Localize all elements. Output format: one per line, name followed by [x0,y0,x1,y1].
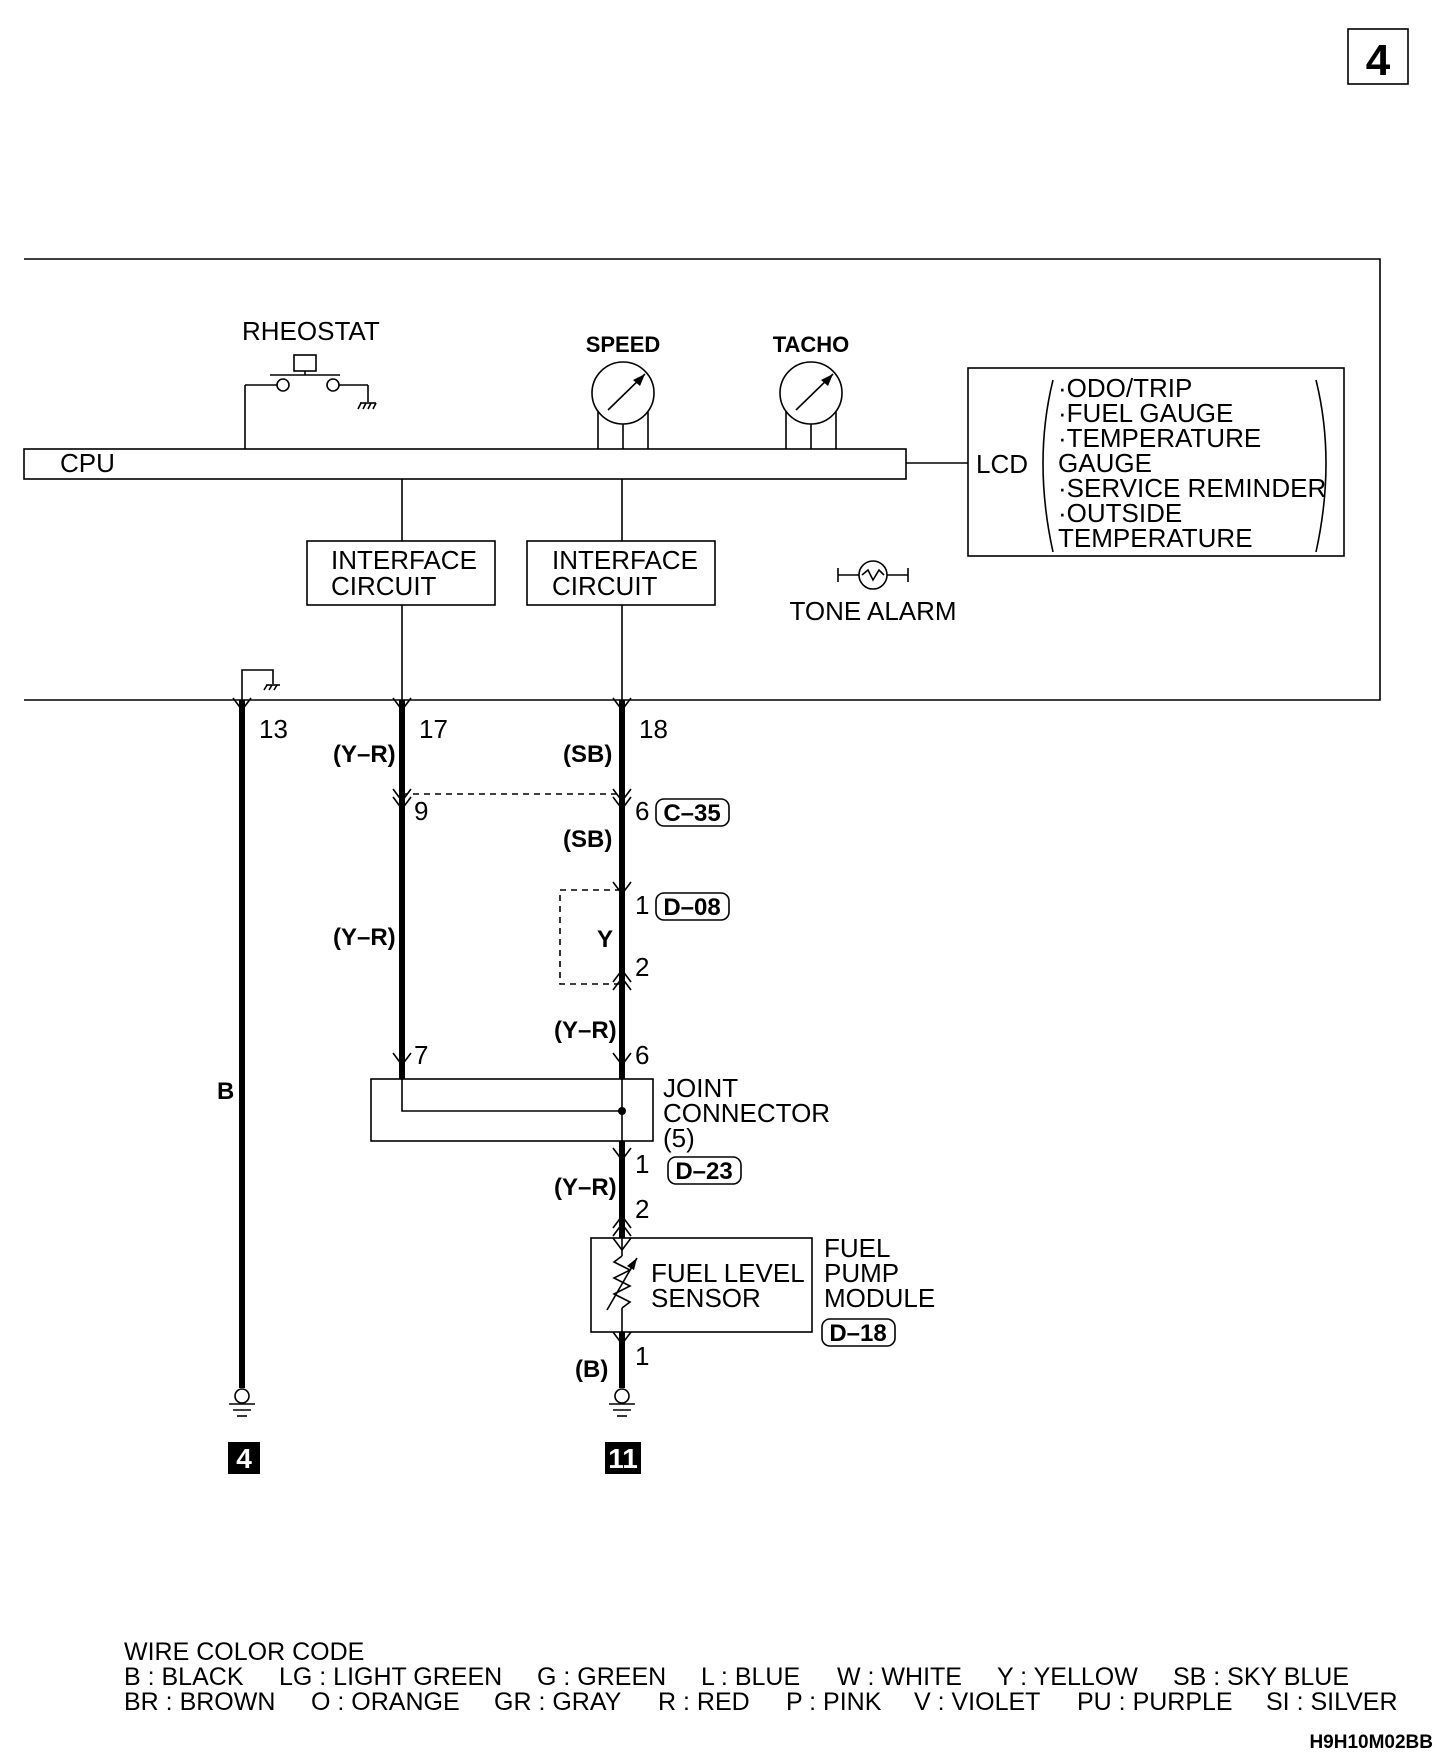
ground-icon-right [609,1388,635,1417]
connector-c35-tag: C–35 [655,798,730,827]
connector-c35: C–35 [663,800,720,827]
wire-color-b: (B) [575,1356,608,1383]
fuel-pump-module-label: FUEL [824,1233,890,1263]
lcd-item: ·SERVICE REMINDER [1058,473,1326,503]
pin-18: 18 [639,714,668,744]
pin-13: 13 [259,714,288,744]
fuel-level-sensor: FUEL LEVEL SENSOR [590,1237,813,1333]
pin-d08-1: 1 [635,890,649,920]
connector-d23: D–23 [675,1158,732,1185]
ground-ref-4: 4 [236,1443,252,1474]
joint-connector-number: (5) [663,1123,695,1153]
speed-label: SPEED [586,332,661,357]
wire-color-y: Y [597,926,613,953]
pin-d08-2: 2 [635,952,649,982]
cpu-bar [23,448,907,480]
ground-ref-left: 4 [228,1442,260,1474]
pin-d23-1: 1 [635,1149,649,1179]
pin-jc-7: 7 [414,1040,428,1070]
legend-item: L : BLUE [701,1663,800,1691]
legend-item: LG : LIGHT GREEN [279,1663,502,1691]
tacho-gauge-icon [779,361,843,425]
figure-code: H9H10M02BB [1309,1732,1433,1753]
legend-item: G : GREEN [537,1663,666,1691]
circuit-label: CIRCUIT [331,571,437,601]
fuel-pump-module-label: PUMP [824,1258,899,1288]
pin-d23-2: 2 [635,1194,649,1224]
cpu-label: CPU [60,448,115,478]
interface-label: INTERFACE [552,545,698,575]
interface-label: INTERFACE [331,545,477,575]
internal-ground-icon [241,669,280,700]
connector-d08-tag: D–08 [655,892,730,921]
connector-d23-tag: D–23 [667,1156,742,1185]
rheostat-ground-icon [357,402,377,410]
legend-item: O : ORANGE [311,1688,460,1716]
interface-circuit-left: INTERFACE CIRCUIT [306,540,496,606]
circuit-label: CIRCUIT [552,571,658,601]
rheostat-switch: RHEOSTAT [242,316,380,449]
legend-item: GR : GRAY [494,1688,622,1716]
tacho-gauge: TACHO [773,332,850,449]
legend-item: BR : BROWN [124,1688,275,1716]
page-number-box: 4 [1347,28,1409,85]
lcd-box: LCD ·ODO/TRIP ·FUEL GAUGE ·TEMPERATURE G… [967,367,1345,557]
connector-d08: D–08 [663,894,720,921]
interface-circuit-right: INTERFACE CIRCUIT [526,540,716,606]
buzzer-icon [837,560,909,590]
joint-connector-label: CONNECTOR [663,1098,830,1128]
legend-title: WIRE COLOR CODE [124,1638,364,1666]
lcd-item: ·TEMPERATURE [1058,423,1261,453]
joint-connector-label: JOINT [663,1073,738,1103]
pin-17: 17 [419,714,448,744]
pin-c35-6: 6 [635,796,649,826]
legend-item: SB : SKY BLUE [1173,1663,1349,1691]
fuel-pump-module-label: MODULE [824,1283,935,1313]
fuel-level-sensor-label: SENSOR [651,1283,761,1313]
tacho-label: TACHO [773,332,850,357]
joint-connector: JOINT CONNECTOR (5) [370,1067,830,1153]
pin-d18-1: 1 [635,1341,649,1371]
legend-item: W : WHITE [837,1663,962,1691]
wire-color-sb: (SB) [563,826,612,853]
combination-meter-outline [24,258,1381,701]
speed-gauge-icon [591,361,655,425]
legend-item: V : VIOLET [914,1688,1040,1716]
lcd-item: ·ODO/TRIP [1058,373,1192,403]
tone-alarm: TONE ALARM [789,560,957,626]
lcd-item: ·OUTSIDE [1058,498,1182,528]
legend-item: Y : YELLOW [997,1663,1138,1691]
lcd-item: GAUGE [1058,448,1152,478]
wire-color-y-r: (Y–R) [554,1174,617,1201]
ground-ref-11: 11 [608,1443,638,1474]
speed-gauge: SPEED [586,332,661,449]
variable-resistor-icon [612,1255,632,1309]
connector-d18-tag: D–18 [821,1318,896,1347]
wire-color-legend: WIRE COLOR CODE B : BLACK LG : LIGHT GRE… [124,1638,1398,1716]
page-number: 4 [1366,36,1391,85]
fuel-level-sensor-label: FUEL LEVEL [651,1258,805,1288]
rheostat-label: RHEOSTAT [242,316,380,346]
lcd-item: ·FUEL GAUGE [1058,398,1233,428]
legend-item: B : BLACK [124,1663,244,1691]
legend-item: P : PINK [786,1688,882,1716]
legend-item: R : RED [658,1688,750,1716]
wire-color-sb: (SB) [563,741,612,768]
pin-c35-9: 9 [414,796,428,826]
wire-color-y-r: (Y–R) [333,741,396,768]
wire-color-y-r: (Y–R) [333,924,396,951]
ground-icon-left [229,1388,255,1417]
wire-color-b: B [217,1078,234,1105]
connector-d18: D–18 [829,1320,886,1347]
wire-color-y-r: (Y–R) [554,1017,617,1044]
pin-jc-6: 6 [635,1040,649,1070]
legend-item: PU : PURPLE [1077,1688,1233,1716]
ground-ref-right: 11 [605,1442,641,1474]
lcd-label: LCD [976,449,1028,479]
legend-item: SI : SILVER [1266,1688,1398,1716]
tone-alarm-label: TONE ALARM [789,596,956,626]
lcd-item: TEMPERATURE [1058,523,1253,553]
